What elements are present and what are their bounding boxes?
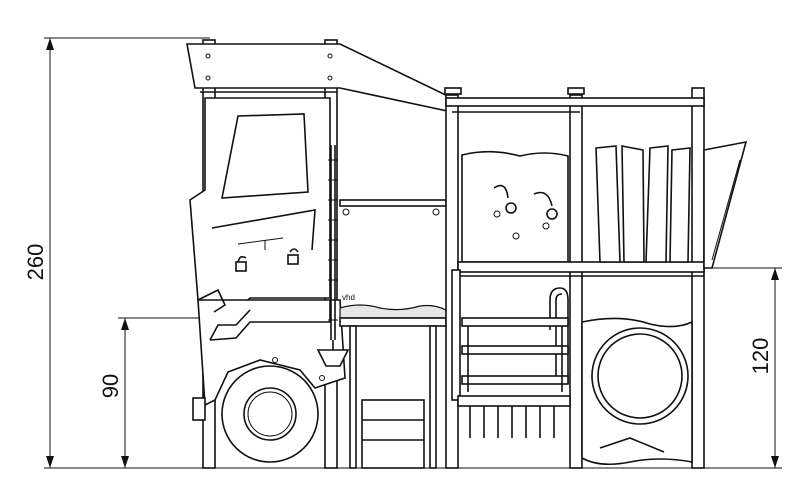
wooden-planks bbox=[595, 145, 691, 263]
truck-wheel bbox=[221, 365, 319, 463]
deck-cleats bbox=[469, 406, 555, 438]
tunnel-opening bbox=[591, 327, 689, 425]
middle-section: vhd bbox=[339, 199, 447, 469]
truck-cab bbox=[186, 39, 453, 469]
dimension-overall-height: 260 bbox=[23, 37, 210, 469]
dimension-right-platform: 120 bbox=[700, 267, 782, 469]
left-platform-height-label: 90 bbox=[98, 374, 123, 398]
overall-height-label: 260 bbox=[23, 244, 48, 281]
right-platform-height-label: 120 bbox=[748, 338, 773, 375]
tower-section bbox=[444, 87, 748, 469]
small-tag-label: vhd bbox=[342, 293, 355, 302]
chain-links bbox=[328, 159, 338, 321]
